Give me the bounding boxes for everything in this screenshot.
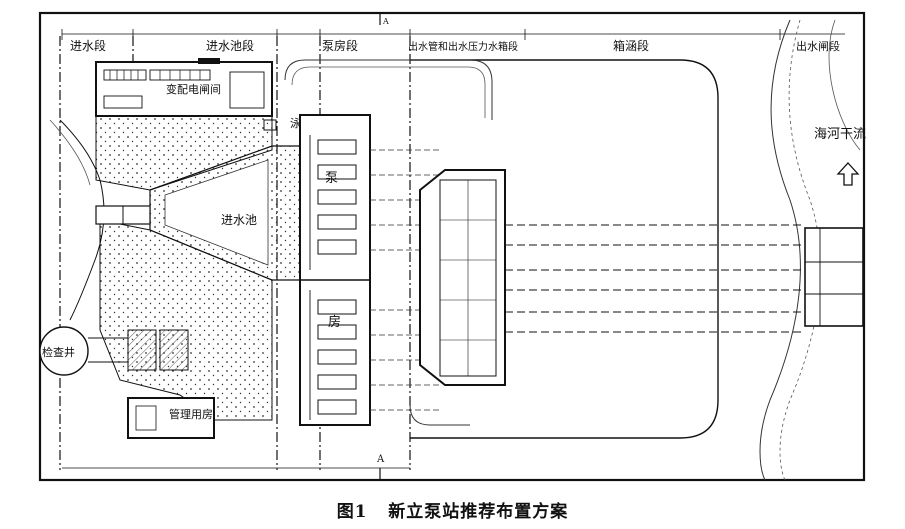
substation-cabinets-right xyxy=(229,71,265,109)
substation-cabinets-low xyxy=(103,95,143,109)
section-label-culvert: 箱涵段 xyxy=(613,38,649,53)
road-loop-inner xyxy=(291,66,486,118)
box-culvert xyxy=(505,224,805,333)
label-pump: 泵 xyxy=(325,171,338,186)
label-substation: 变配电闸间 xyxy=(166,82,221,96)
river-bank-left xyxy=(759,19,801,481)
dimension-ticks xyxy=(61,29,781,40)
inlet-pool-water xyxy=(164,159,269,266)
substation-cabinets-left xyxy=(103,69,147,81)
inlet-curved-wall-outer xyxy=(49,119,91,186)
section-label-outlet: 出水管和出水压力水箱段 xyxy=(408,40,518,53)
label-inlet-pool: 进水池 xyxy=(221,213,257,227)
label-section-a-top: A xyxy=(382,17,389,26)
river-shoreline xyxy=(828,19,861,151)
culvert-yard-outline xyxy=(410,59,719,439)
pump-units xyxy=(317,139,357,415)
label-section-a-bottom: A xyxy=(376,454,385,465)
section-label-inlet-pool: 进水池段 xyxy=(206,38,254,53)
pump-house xyxy=(299,114,371,426)
label-river: 海河干流 xyxy=(814,127,866,142)
up-arrow-icon xyxy=(836,162,860,186)
pressure-tank-outer xyxy=(419,169,506,386)
figure-caption: 图1 新立泵站推荐布置方案 xyxy=(0,497,905,522)
figure-title: 新立泵站推荐布置方案 xyxy=(388,502,569,522)
label-inspection-well: 检查井 xyxy=(42,345,75,359)
substation-building xyxy=(95,61,273,117)
management-building xyxy=(127,397,215,439)
section-label-pump-house: 泵房段 xyxy=(322,38,358,53)
road-lower-loop xyxy=(409,404,470,426)
inspection-well xyxy=(39,326,89,376)
road-loop xyxy=(284,59,493,120)
label-management-room: 管理用房 xyxy=(169,407,213,421)
outlet-gate xyxy=(804,227,864,327)
section-label-inlet: 进水段 xyxy=(70,38,106,53)
figure-number: 图1 xyxy=(336,502,368,522)
label-side-room: 泳 xyxy=(290,116,301,130)
section-label-outlet-gate: 出水闸段 xyxy=(796,39,840,53)
drawing-border xyxy=(38,11,866,482)
valve-chamber-right xyxy=(159,329,189,371)
label-room: 房 xyxy=(328,314,341,330)
valve-chamber-left xyxy=(127,329,157,371)
